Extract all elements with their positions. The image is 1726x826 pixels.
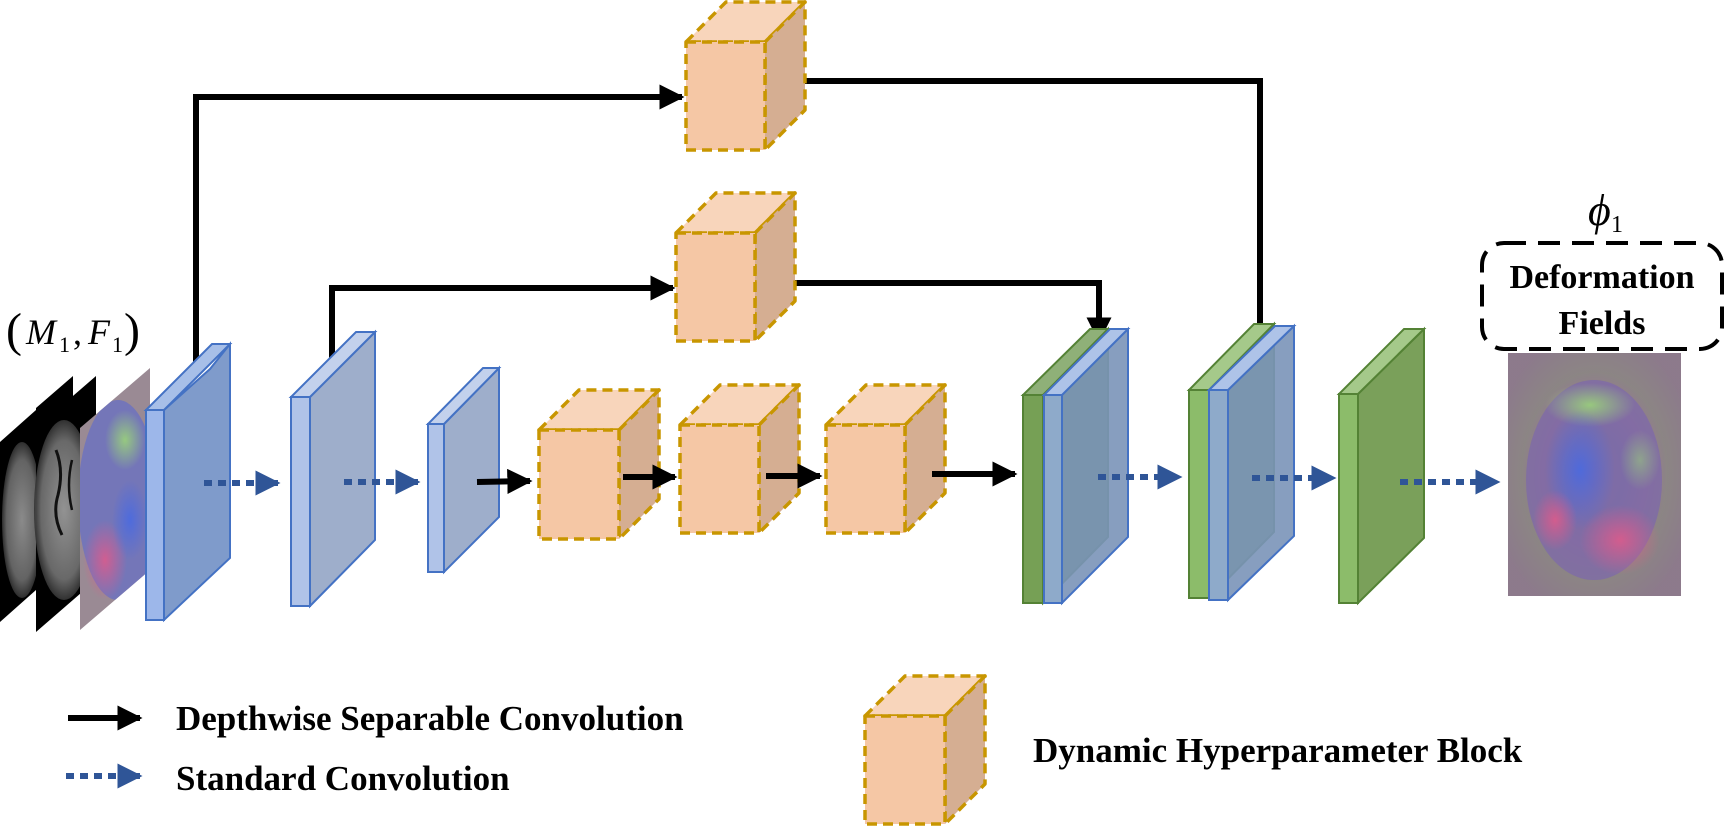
- dhb-bottleneck-3: [824, 383, 947, 535]
- encoder-layer-2: [288, 329, 378, 609]
- legend-label-depthwise: Depthwise Separable Convolution: [176, 699, 684, 738]
- decoder-layer-3: [1336, 326, 1427, 606]
- dhb-skip-mid: [674, 191, 797, 343]
- input-label-f: F: [87, 312, 111, 352]
- decoder-layer-1: [1020, 326, 1131, 606]
- input-label-f-sub: 1: [112, 332, 123, 357]
- encoder-layer-3: [425, 365, 502, 575]
- deformation-label-line1: Deformation: [1509, 259, 1694, 296]
- legend: Depthwise Separable Convolution Standard…: [66, 674, 1523, 826]
- skip-arrow-enc2-to-dhb-mid: [329, 275, 676, 366]
- skip-connections: [193, 78, 1273, 370]
- input-label-m-sub: 1: [59, 332, 70, 357]
- skip-arrow-dhb-top-to-dec2: [788, 78, 1273, 357]
- deformation-fields-label-box: Deformation Fields: [1480, 241, 1724, 351]
- dhb-bottleneck-1: [537, 388, 661, 541]
- svg-text:,: ,: [73, 312, 82, 352]
- deformation-field-image: [1508, 353, 1681, 596]
- legend-item-dhb: Dynamic Hyperparameter Block: [863, 674, 1523, 826]
- flow-overlay-input: [80, 368, 150, 630]
- encoder-layer-1: [143, 341, 233, 623]
- input-images: [0, 368, 150, 632]
- solid-arrow-enc3-dhb1: [476, 468, 533, 495]
- legend-label-dhb: Dynamic Hyperparameter Block: [1033, 731, 1523, 770]
- legend-item-depthwise: Depthwise Separable Convolution: [68, 699, 684, 738]
- main-path-arrows: [204, 461, 1501, 496]
- deformation-label-line2: Fields: [1559, 305, 1646, 342]
- output-symbol: ϕ 1: [1588, 186, 1623, 238]
- output-symbol-sub: 1: [1611, 212, 1623, 238]
- svg-text:(: (: [6, 304, 22, 357]
- svg-text:): ): [124, 304, 140, 357]
- dhb-skip-top: [684, 0, 807, 152]
- skip-arrow-enc1-to-dhb-top: [193, 84, 685, 370]
- input-label-m: M: [25, 312, 58, 352]
- legend-cube-icon: [863, 674, 987, 826]
- input-label: ( M 1 , F 1 ): [6, 304, 140, 357]
- output-symbol-phi: ϕ: [1588, 186, 1611, 235]
- decoder-layer-2: [1186, 321, 1297, 603]
- legend-item-standard: Standard Convolution: [66, 759, 510, 798]
- dhb-bottleneck-2: [678, 383, 801, 535]
- legend-label-standard: Standard Convolution: [176, 759, 510, 798]
- skip-arrow-dhb-mid-to-dec1: [783, 280, 1112, 343]
